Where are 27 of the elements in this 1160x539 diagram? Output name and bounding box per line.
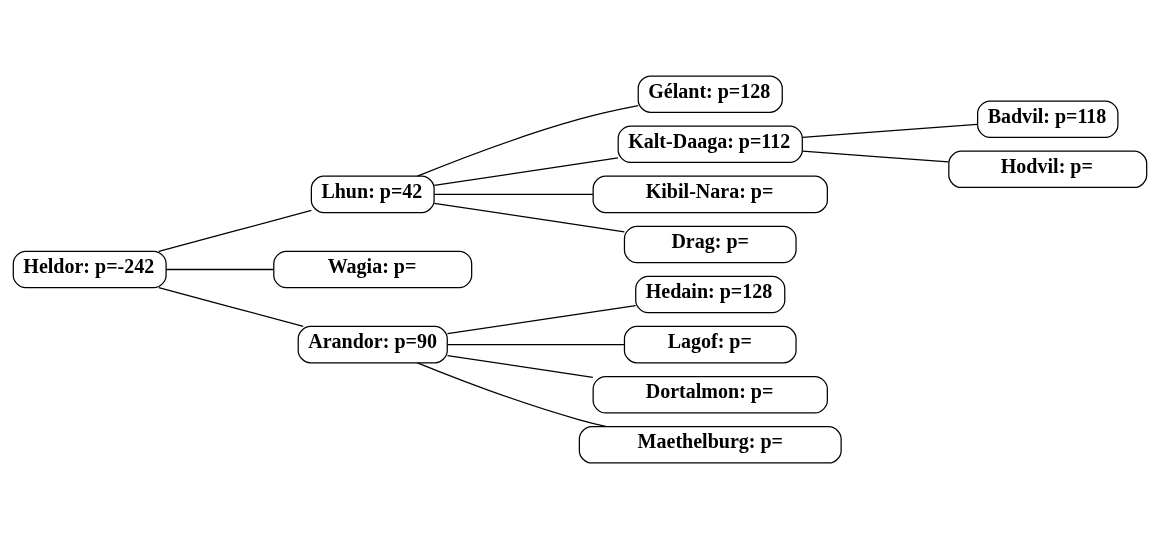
- node-box: Wagia: p=: [273, 250, 473, 289]
- node-box: Badvil: p=118: [977, 100, 1119, 138]
- node-box: Maethelburg: p=: [578, 426, 842, 464]
- connector: [801, 123, 978, 139]
- node-box: Lhun: p=42: [310, 175, 435, 214]
- connector: [433, 193, 594, 195]
- connector: [446, 344, 626, 346]
- node-box: Lagof: p=: [623, 325, 797, 364]
- connector: [446, 355, 594, 378]
- node-box: Dortalmon: p=: [592, 375, 828, 414]
- node-box: Kalt-Daaga: p=112: [617, 125, 803, 164]
- node-box: Drag: p=: [623, 225, 797, 264]
- node-box: Hodvil: p=: [948, 150, 1148, 189]
- node-box: Gélant: p=128: [637, 75, 783, 113]
- connector: [801, 150, 949, 163]
- node-box: Kibil-Nara: p=: [592, 175, 828, 214]
- connector: [433, 157, 619, 186]
- node-box: Hedain: p=128: [635, 275, 786, 314]
- connector: [433, 202, 625, 233]
- connector: [416, 362, 608, 428]
- connector: [165, 268, 274, 271]
- connector: [158, 209, 312, 252]
- connector: [416, 105, 639, 177]
- node-box: Arandor: p=90: [297, 325, 448, 364]
- connector: [446, 304, 637, 335]
- node-box: Heldor: p=-242: [12, 250, 167, 289]
- connector: [158, 287, 304, 327]
